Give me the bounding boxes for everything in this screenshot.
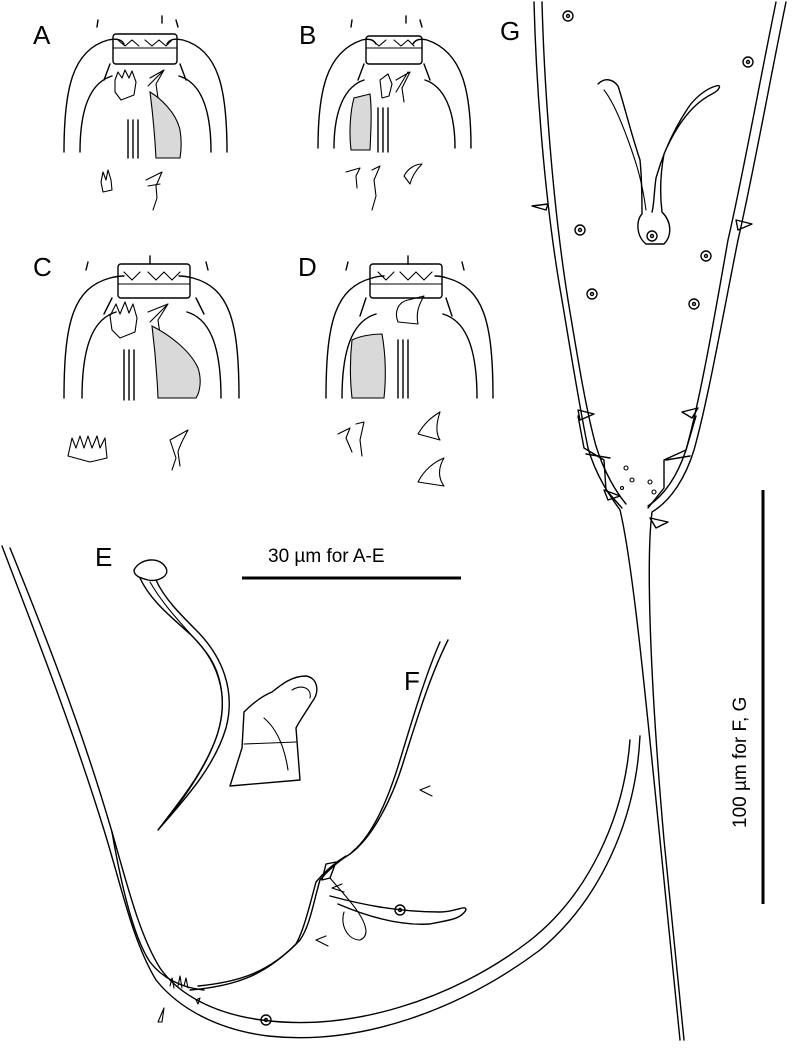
- panel-d-label: D: [298, 252, 317, 282]
- panel-e-spicule-drawing: [133, 559, 318, 831]
- panel-f-label: F: [404, 666, 420, 696]
- scale-label-large: 100 µm for F, G: [730, 697, 751, 828]
- scale-label-small: 30 µm for A-E: [268, 546, 385, 567]
- panel-d-head-drawing: [325, 255, 494, 487]
- panel-a-head-drawing: [63, 15, 228, 211]
- panel-e-label: E: [95, 542, 112, 572]
- panel-g-female-tail-drawing: [531, 1, 787, 1041]
- panel-a-label: A: [33, 20, 51, 50]
- panel-b-head-drawing: [317, 15, 472, 211]
- panel-f-male-tail-drawing: [1, 545, 641, 1039]
- panel-g-label: G: [500, 16, 520, 46]
- panel-b-label: B: [299, 20, 316, 50]
- panel-c-head-drawing: [63, 255, 240, 471]
- panel-c-label: C: [33, 252, 52, 282]
